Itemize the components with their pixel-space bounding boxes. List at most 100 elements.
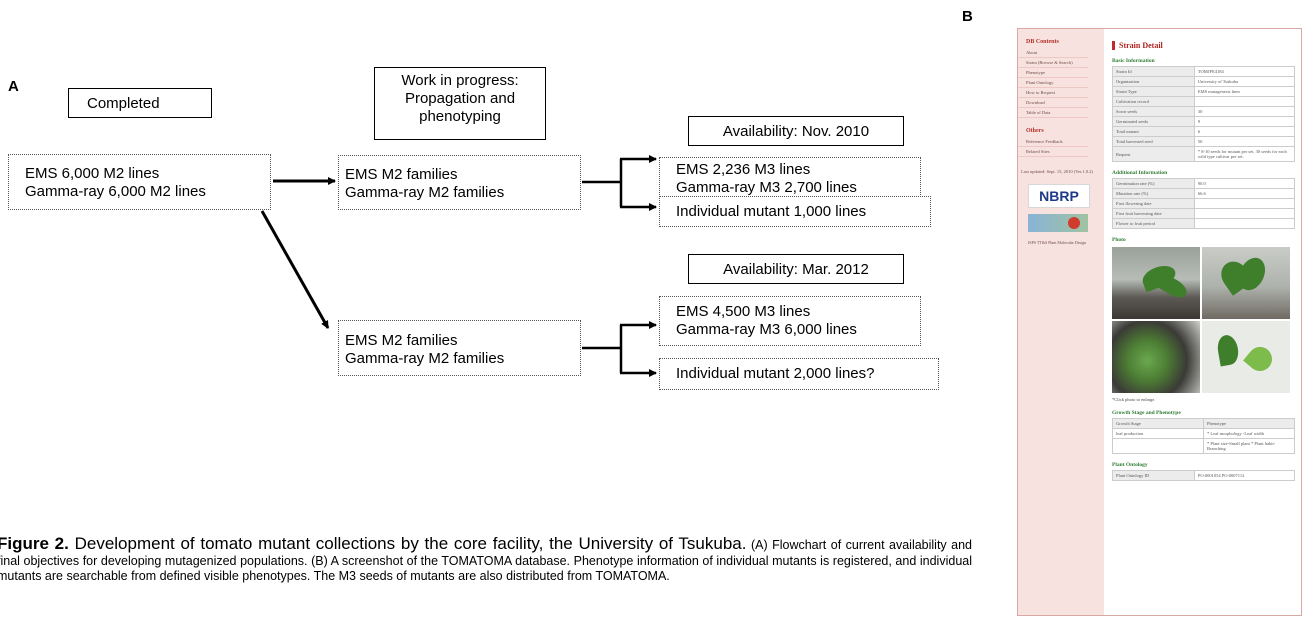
jsps-logo-caption: JSPS TT&S Plant Molecular Design bbox=[1027, 240, 1087, 245]
growth-stage-heading: Growth Stage and Phenotype bbox=[1112, 410, 1181, 416]
start-line-1: EMS 6,000 M2 lines bbox=[25, 165, 160, 182]
table-row: Mutation rate (%)66.6 bbox=[1112, 188, 1296, 199]
screenshot-main: Strain Detail Basic Information Strain I… bbox=[1104, 29, 1301, 615]
work-in-progress-box: Work in progress: Propagation and phenot… bbox=[374, 67, 546, 140]
sidebar-nav-item[interactable]: Table of Data bbox=[1018, 108, 1088, 118]
row-label: Organization bbox=[1112, 76, 1195, 87]
row-value: EMS mutagenesis lines bbox=[1193, 86, 1296, 97]
completed-label-box: Completed bbox=[68, 88, 212, 118]
sidebar-nav-item[interactable]: About bbox=[1018, 48, 1088, 58]
row-value: 66.6 bbox=[1193, 188, 1296, 199]
caption-title: Development of tomato mutant collections… bbox=[68, 534, 747, 553]
sidebar-nav-item[interactable]: Plant Ontology bbox=[1018, 78, 1088, 88]
panel-label-a: A bbox=[8, 78, 19, 95]
row-label: Strain Type bbox=[1112, 86, 1195, 97]
caption-figure-number: Figure 2. bbox=[0, 534, 69, 553]
caption-body: (A) Flowchart of current availability an… bbox=[0, 538, 973, 583]
row-value: TOMJPE4184 bbox=[1193, 66, 1296, 77]
row-value: 6 bbox=[1193, 126, 1296, 137]
row-label: Total harvested seed bbox=[1112, 136, 1195, 147]
families-top-line-1: EMS M2 families bbox=[345, 166, 458, 183]
families-top-box: EMS M2 families Gamma-ray M2 families bbox=[338, 155, 581, 210]
availability-2012-box: Availability: Mar. 2012 bbox=[688, 254, 904, 284]
wip-line-3: phenotyping bbox=[419, 108, 501, 125]
indiv-2012-box: Individual mutant 2,000 lines? bbox=[659, 358, 939, 390]
table-row: leaf production* Leaf morphology -Leaf w… bbox=[1112, 428, 1295, 439]
m3-2010-line-2: Gamma-ray M3 2,700 lines bbox=[676, 179, 857, 196]
row-label: Total mutant bbox=[1112, 126, 1195, 137]
row-value bbox=[1193, 96, 1296, 107]
photo-grid bbox=[1112, 247, 1290, 393]
availability-2010-box: Availability: Nov. 2010 bbox=[688, 116, 904, 146]
indiv-2010-label: Individual mutant 1,000 lines bbox=[676, 203, 867, 220]
plant-photo-4[interactable] bbox=[1202, 321, 1290, 393]
availability-2012-label: Availability: Mar. 2012 bbox=[723, 261, 869, 278]
row-value bbox=[1193, 208, 1296, 219]
m3-2012-line-1: EMS 4,500 M3 lines bbox=[676, 303, 811, 320]
panel-label-b: B bbox=[962, 8, 973, 25]
sidebar-nav-item[interactable]: Reference Feedback bbox=[1018, 137, 1088, 147]
plant-photo-3[interactable] bbox=[1112, 321, 1200, 393]
row-value: 50 bbox=[1193, 136, 1296, 147]
row-value: * 8-10 seeds for mutant per set. 30 seed… bbox=[1193, 146, 1296, 162]
row-value bbox=[1193, 198, 1296, 209]
row-label: Mutation rate (%) bbox=[1112, 188, 1195, 199]
row-value: University of Tsukuba bbox=[1193, 76, 1296, 87]
table-row: Cultivation record bbox=[1112, 96, 1296, 107]
sidebar-nav-item[interactable]: Related Sites bbox=[1018, 147, 1088, 157]
tomato-logo-icon bbox=[1028, 214, 1088, 232]
figure-caption: Figure 2. Development of tomato mutant c… bbox=[0, 534, 973, 585]
row-label: Cultivation record bbox=[1112, 96, 1195, 107]
plant-ontology-heading: Plant Ontology bbox=[1112, 462, 1148, 468]
row-value: * Plant size-Small plant * Plant habit-B… bbox=[1203, 438, 1295, 454]
row-label: Strain Id bbox=[1112, 66, 1195, 77]
m3-2012-box: EMS 4,500 M3 lines Gamma-ray M3 6,000 li… bbox=[659, 296, 921, 346]
row-label: Germinated seeds bbox=[1112, 116, 1195, 127]
photo-note: *Click photo to enlarge. bbox=[1112, 397, 1156, 402]
m3-2012-line-2: Gamma-ray M3 6,000 lines bbox=[676, 321, 857, 338]
table-header-cell: Phenotype bbox=[1203, 418, 1295, 429]
sidebar-nav-item[interactable]: Phenotype bbox=[1018, 68, 1088, 78]
row-value: 30 bbox=[1193, 106, 1296, 117]
table-row: Flower to fruit period bbox=[1112, 218, 1296, 229]
row-label: First fruit harvesting date bbox=[1112, 208, 1195, 219]
row-label: Sown seeds bbox=[1112, 106, 1195, 117]
flowchart-connectors bbox=[260, 155, 657, 377]
row-value: 9 bbox=[1193, 116, 1296, 127]
sidebar-nav-item[interactable]: Strain (Browse & Search) bbox=[1018, 58, 1088, 68]
additional-info-heading: Additional Information bbox=[1112, 170, 1168, 176]
plant-photo-2[interactable] bbox=[1202, 247, 1290, 319]
table-row: * Plant size-Small plant * Plant habit-B… bbox=[1112, 438, 1295, 454]
table-header-cell: Growth Stage bbox=[1112, 418, 1204, 429]
families-bottom-line-1: EMS M2 families bbox=[345, 332, 458, 349]
m3-2010-line-1: EMS 2,236 M3 lines bbox=[676, 161, 811, 178]
row-label: First flowering date bbox=[1112, 198, 1195, 209]
strain-detail-title: Strain Detail bbox=[1112, 41, 1295, 50]
sidebar-nav-item[interactable]: Download bbox=[1018, 98, 1088, 108]
sidebar-last-updated: Last updated: Sept. 15, 2010 (Ver.1.0.2) bbox=[1021, 169, 1093, 174]
wip-line-1: Work in progress: bbox=[401, 72, 519, 89]
nbrp-logo: NBRP bbox=[1028, 184, 1090, 208]
table-row: First flowering date bbox=[1112, 198, 1296, 209]
sidebar-nav-item[interactable]: How to Request bbox=[1018, 88, 1088, 98]
row-value: 90.0 bbox=[1193, 178, 1296, 189]
families-bottom-box: EMS M2 families Gamma-ray M2 families bbox=[338, 320, 581, 376]
plant-photo-1[interactable] bbox=[1112, 247, 1200, 319]
row-label: Germination rate (%) bbox=[1112, 178, 1195, 189]
indiv-2012-label: Individual mutant 2,000 lines? bbox=[676, 365, 875, 382]
table-row: Request* 8-10 seeds for mutant per set. … bbox=[1112, 146, 1296, 162]
row-label: Request bbox=[1112, 146, 1195, 162]
row-label: Flower to fruit period bbox=[1112, 218, 1195, 229]
